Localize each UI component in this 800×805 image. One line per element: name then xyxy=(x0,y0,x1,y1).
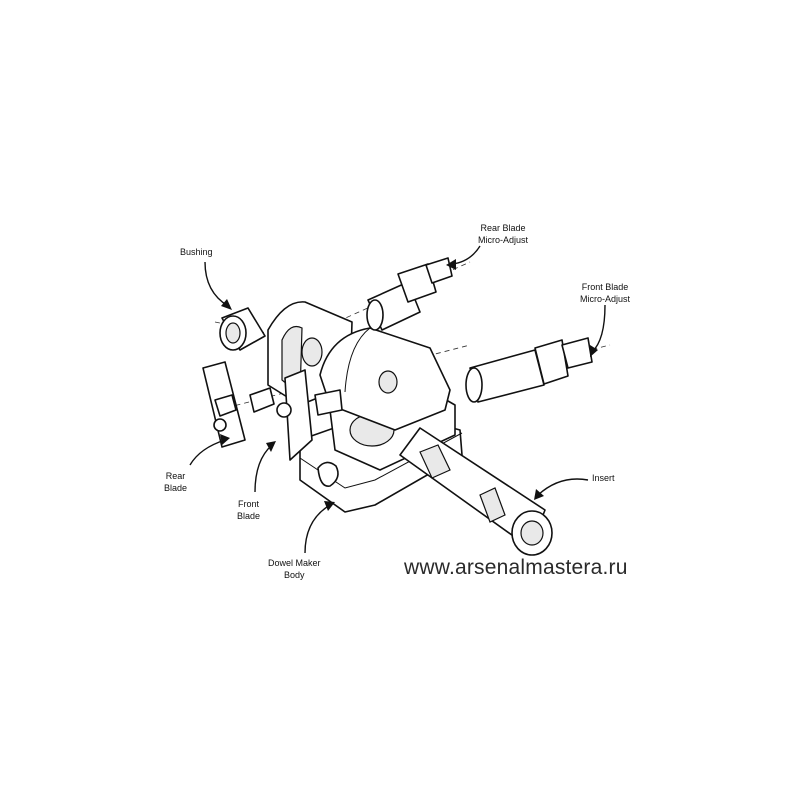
label-bushing-line-1: Bushing xyxy=(180,247,213,257)
label-body-line-2: Body xyxy=(284,570,305,580)
insert-window-1 xyxy=(419,444,451,479)
arrow-bushing-head xyxy=(221,299,232,310)
front-blade-screw xyxy=(276,402,292,418)
front-blade-clamp xyxy=(249,387,275,413)
label-front-micro-line-2: Micro-Adjust xyxy=(580,294,631,304)
arrow-rear-blade xyxy=(189,439,226,466)
label-front-blade-line-2: Blade xyxy=(237,511,261,521)
label-rear-blade-line-2: Blade xyxy=(164,483,188,493)
label-rear-micro-line-2: Micro-Adjust xyxy=(478,235,529,245)
body-base-edge xyxy=(299,432,463,489)
front-micro-adjust-nut xyxy=(534,339,569,385)
label-front-blade-micro-adjust: Front Blade Micro-Adjust xyxy=(580,281,630,305)
label-rear-micro-line-1: Rear Blade xyxy=(480,223,526,233)
label-rear-blade-micro-adjust: Rear Blade Micro-Adjust xyxy=(478,222,528,246)
arrow-front-micro-adjust xyxy=(591,304,606,353)
label-front-blade-line-1: Front xyxy=(238,499,260,509)
front-blade-spacer xyxy=(314,389,343,416)
arrow-insert-head xyxy=(534,489,544,500)
arrow-rear-micro-adjust xyxy=(451,245,481,265)
label-insert: Insert xyxy=(592,472,615,484)
label-insert-line-1: Insert xyxy=(592,473,615,483)
arrow-dowel-maker-body-head xyxy=(324,501,335,511)
rear-blade-clamp xyxy=(214,394,237,417)
front-micro-adjust-knob xyxy=(561,337,593,369)
label-rear-blade: Rear Blade xyxy=(164,470,187,494)
arrow-front-blade-head xyxy=(266,441,276,452)
arrow-insert xyxy=(537,478,589,496)
label-rear-blade-line-1: Rear xyxy=(165,471,186,481)
insert-end-bore xyxy=(520,520,544,546)
rear-blade-screw xyxy=(213,418,227,432)
body-slot xyxy=(317,461,339,487)
watermark-url: www.arsenalmastera.ru xyxy=(404,556,628,579)
front-tower-curve xyxy=(344,327,371,393)
rear-micro-adjust-nut xyxy=(397,263,437,303)
bushing-hole xyxy=(225,322,241,344)
front-tower-hole xyxy=(378,370,398,394)
label-front-micro-line-1: Front Blade xyxy=(581,282,629,292)
arrow-front-blade xyxy=(254,444,273,493)
rear-tower-hole xyxy=(301,337,323,367)
arrow-front-micro-adjust-head xyxy=(590,345,598,357)
arrow-bushing xyxy=(204,261,229,307)
front-blade-plate xyxy=(284,369,313,461)
label-front-blade: Front Blade xyxy=(237,498,260,522)
label-bushing: Bushing xyxy=(180,246,213,258)
label-body-line-1: Dowel Maker xyxy=(268,558,321,568)
front-micro-adjust-end xyxy=(465,367,483,403)
arrow-rear-blade-head xyxy=(220,434,230,445)
rear-micro-adjust-end xyxy=(366,299,384,331)
arrow-dowel-maker-body xyxy=(304,504,331,554)
rear-micro-adjust-knob xyxy=(425,257,453,284)
arrow-rear-micro-adjust-head xyxy=(446,259,456,270)
label-dowel-maker-body: Dowel Maker Body xyxy=(268,557,321,581)
insert-window-2 xyxy=(479,487,506,523)
